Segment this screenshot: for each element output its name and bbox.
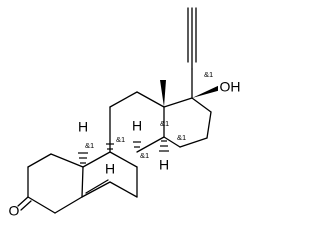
methyl-wedge bbox=[160, 80, 166, 107]
bond-c14-c14b bbox=[163, 136, 181, 148]
bond-c13-c17 bbox=[163, 97, 193, 108]
bond-c3-o-2 bbox=[20, 200, 32, 211]
stereo-label-c8: &1 bbox=[140, 151, 149, 160]
hash-h-c14 bbox=[159, 140, 169, 152]
bond-c8-c9 bbox=[109, 151, 138, 168]
steroid-structure-diagram: O OH H H H H &1 &1 &1 &1 &1 &1 bbox=[9, 7, 242, 219]
stereo-label-c14: &1 bbox=[177, 133, 186, 142]
stereo-label-c13: &1 bbox=[160, 119, 169, 128]
h-c9-label: H bbox=[105, 161, 115, 177]
hydroxyl-label: OH bbox=[220, 79, 241, 95]
bond-c1-c10 bbox=[50, 153, 84, 168]
bond-c15-c14 bbox=[179, 137, 208, 148]
bond-c3-o-1 bbox=[17, 196, 29, 207]
ring-a bbox=[27, 153, 84, 214]
hash-h-c8 bbox=[133, 141, 141, 148]
bond-c17-c16 bbox=[191, 97, 212, 113]
h-c10-label: H bbox=[78, 119, 88, 135]
bond-c11-c12 bbox=[109, 91, 138, 108]
ring-d bbox=[163, 97, 212, 148]
bond-c16-c15 bbox=[206, 111, 212, 139]
ketone-group bbox=[17, 196, 32, 211]
bond-c9-c10 bbox=[82, 151, 111, 168]
stereo-label-c10: &1 bbox=[85, 141, 94, 150]
ring-b bbox=[81, 151, 138, 198]
ethynyl-group bbox=[187, 7, 197, 99]
bond-c3-c4-lower bbox=[27, 196, 56, 214]
hash-h-c9 bbox=[106, 143, 114, 150]
h-c14-label: H bbox=[159, 157, 169, 173]
oh-wedge bbox=[192, 84, 222, 98]
bond-c2-c3 bbox=[27, 153, 52, 168]
ketone-oxygen-label: O bbox=[9, 203, 20, 219]
bond-c5-c6-double-outer bbox=[81, 181, 111, 198]
bond-c14-c8 bbox=[136, 136, 165, 153]
ring-c bbox=[109, 91, 165, 153]
hash-h-c10 bbox=[78, 152, 88, 164]
bond-c5-c6-double-inner bbox=[85, 179, 109, 194]
bond-c6-c7 bbox=[109, 181, 138, 198]
bond-c4-c5 bbox=[54, 196, 83, 214]
bond-c12-c13 bbox=[136, 91, 165, 108]
stereo-label-c9: &1 bbox=[116, 135, 125, 144]
h-c8-label: H bbox=[132, 118, 142, 134]
stereo-label-c17: &1 bbox=[204, 70, 213, 79]
bond-c5-c10 bbox=[81, 166, 84, 198]
